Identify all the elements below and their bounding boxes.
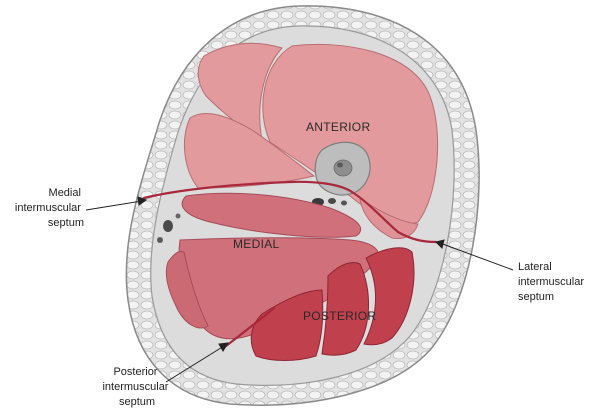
medial-compartment — [165, 192, 379, 340]
medial-compartment-label: MEDIAL — [233, 237, 280, 251]
posterior-compartment — [250, 247, 415, 361]
lateral-septum-label: Lateral intermuscular septum — [518, 261, 587, 303]
vessels — [157, 198, 347, 243]
vastus-lateralis-muscle — [197, 42, 283, 141]
femur — [314, 141, 371, 196]
anterior-compartment — [184, 42, 439, 239]
medial-septum-label: Medial intermuscular septum — [15, 187, 84, 229]
gracilis-muscle — [165, 251, 209, 329]
semimembranosus-muscle — [250, 289, 324, 361]
posterior-septum-label: Posterior intermuscular septum — [102, 366, 171, 408]
vastus-intermedius-muscle — [184, 113, 316, 189]
posterior-intermuscular-septum — [224, 306, 276, 348]
intermuscular-septa — [142, 180, 438, 348]
adductor-longus-muscle — [181, 192, 362, 238]
anterior-compartment-label: ANTERIOR — [306, 120, 370, 134]
semitendinosus-muscle — [321, 262, 369, 356]
vastus-medialis-muscle — [359, 196, 419, 239]
lateral-intermuscular-septum — [350, 190, 438, 244]
medial-intermuscular-septum — [142, 180, 354, 200]
leader-lines — [85, 196, 514, 383]
femur-marrow — [333, 159, 353, 177]
biceps-femoris-muscle — [363, 247, 415, 346]
posterior-compartment-label: POSTERIOR — [303, 309, 376, 323]
